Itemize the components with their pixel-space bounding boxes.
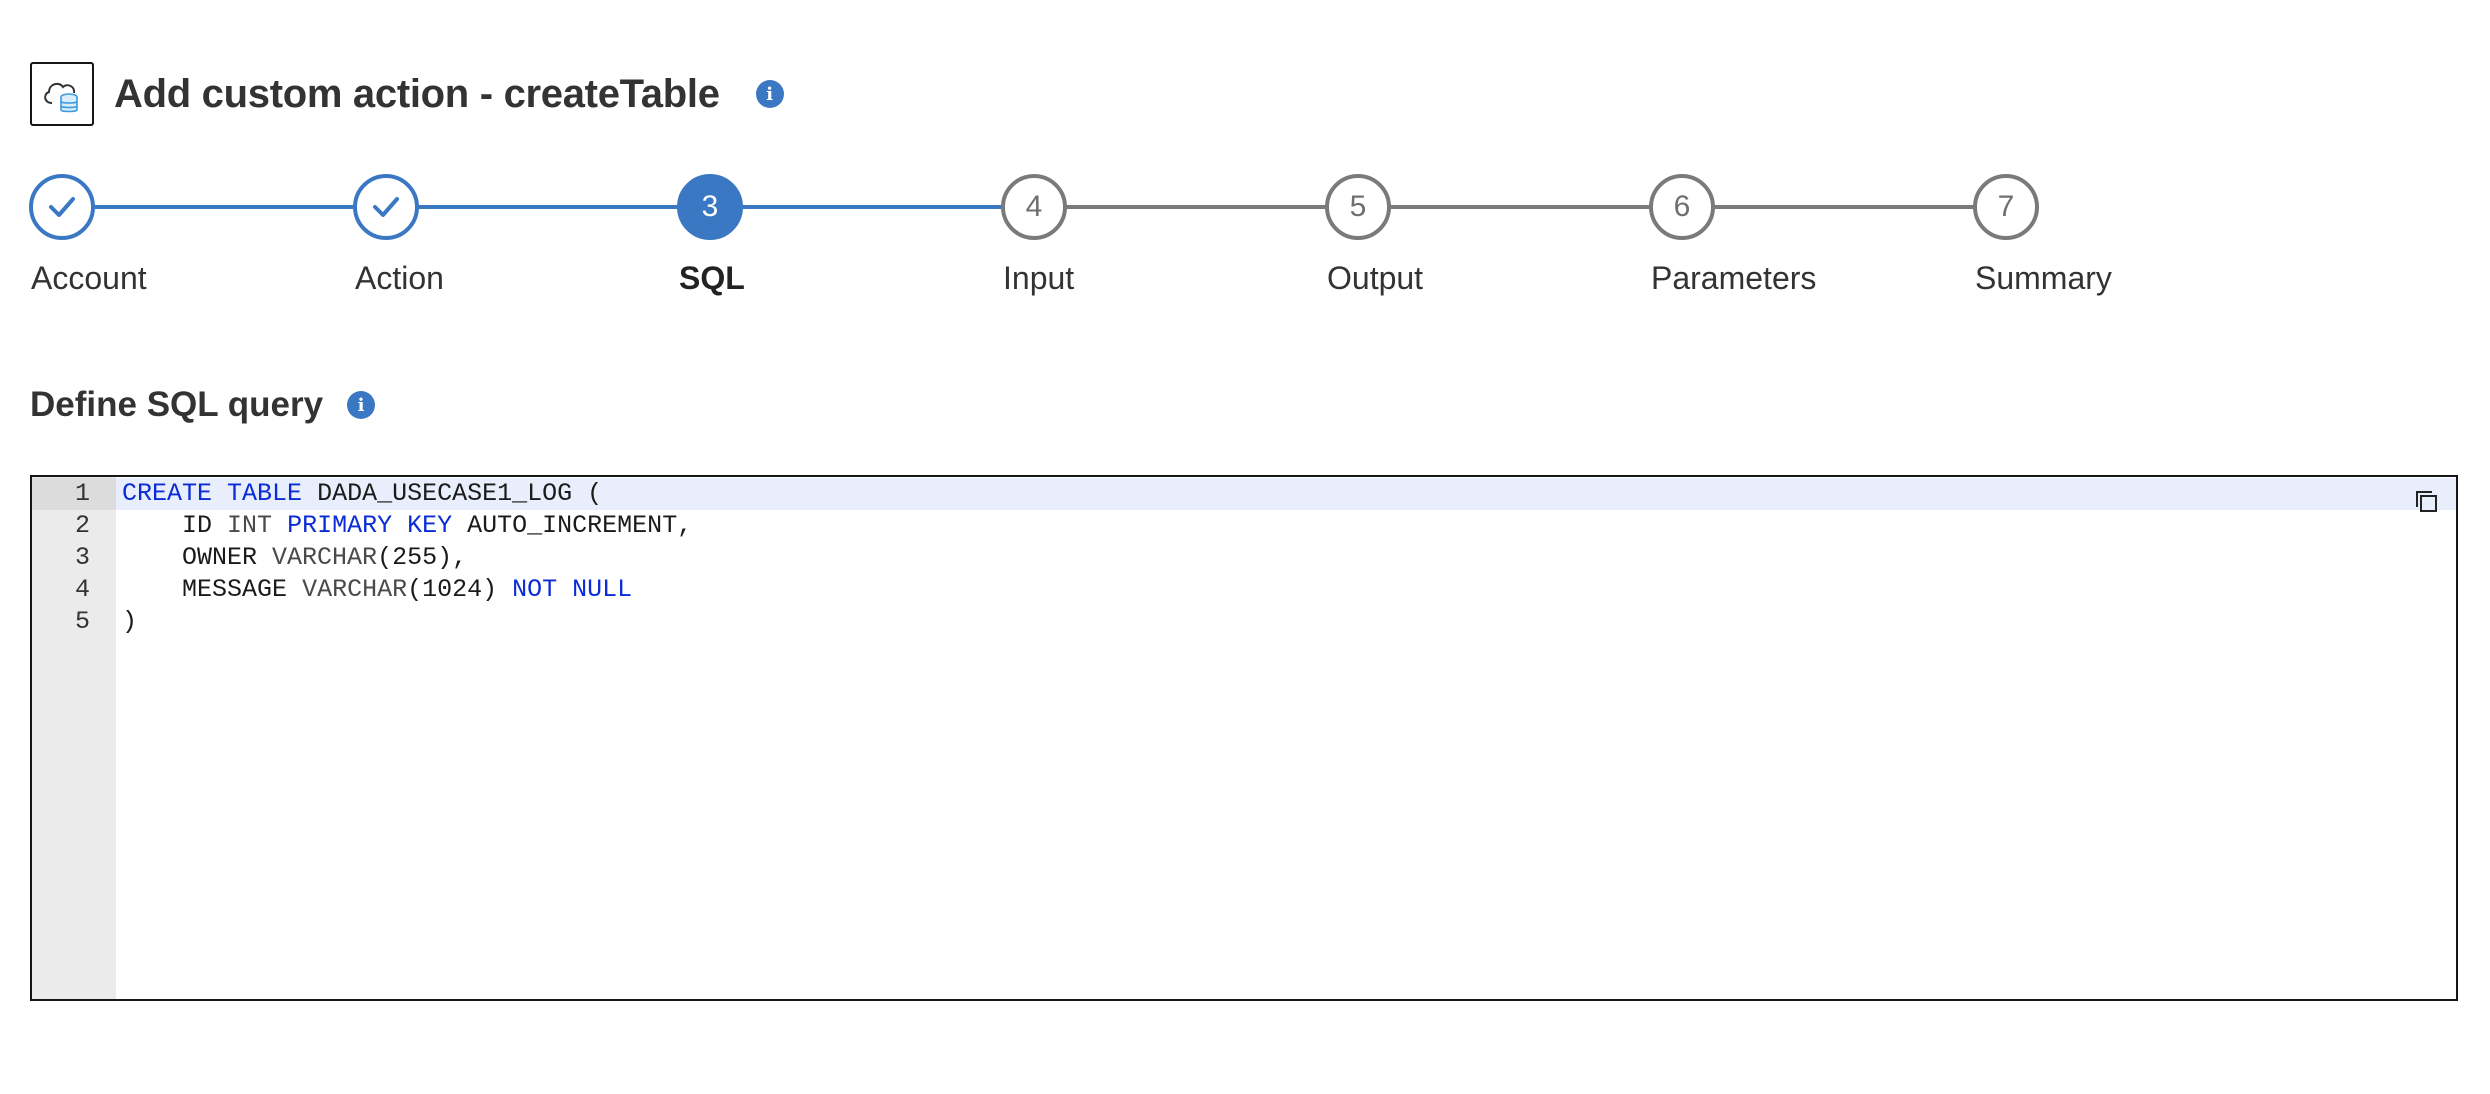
line-number: 2 (74, 511, 90, 540)
copy-icon[interactable] (2412, 487, 2442, 517)
line-number: 5 (74, 607, 90, 636)
step-number: 5 (1325, 174, 1391, 240)
code-line[interactable]: 1 CREATE TABLE DADA_USECASE1_LOG ( (32, 478, 2456, 510)
step-number: 7 (1973, 174, 2039, 240)
step-connector (742, 205, 1004, 209)
step-label-sql: SQL (679, 260, 745, 296)
step-connector (1390, 205, 1652, 209)
code-text[interactable]: ID INT PRIMARY KEY AUTO_INCREMENT, (182, 511, 693, 540)
line-number: 4 (74, 575, 90, 604)
step-account[interactable] (29, 174, 95, 240)
cloud-database-icon (30, 62, 94, 126)
step-number: 3 (677, 174, 743, 240)
step-number: 4 (1001, 174, 1067, 240)
page-title: Add custom action - createTable (114, 71, 720, 116)
info-icon[interactable]: i (755, 80, 784, 108)
code-line[interactable]: 4 MESSAGE VARCHAR(1024) NOT NULL (32, 574, 2456, 606)
step-summary[interactable]: 7 (1973, 174, 2039, 240)
code-text[interactable]: MESSAGE VARCHAR(1024) NOT NULL (182, 575, 633, 604)
step-label-account: Account (31, 260, 147, 296)
step-connector (418, 205, 680, 209)
step-parameters[interactable]: 6 (1649, 174, 1715, 240)
step-label-action: Action (355, 260, 444, 296)
step-label-output: Output (1327, 260, 1424, 296)
progress-stepper: Account Action 3 SQL 4 Input 5 Output 6 … (0, 0, 2490, 330)
checkmark-icon (49, 197, 75, 217)
step-input[interactable]: 4 (1001, 174, 1067, 240)
step-label-input: Input (1003, 260, 1075, 296)
step-action[interactable] (353, 174, 419, 240)
section-heading: Define SQL query i (30, 385, 376, 425)
sql-editor[interactable]: 1 CREATE TABLE DADA_USECASE1_LOG ( 2 ID … (30, 475, 2458, 1001)
code-line[interactable]: 2 ID INT PRIMARY KEY AUTO_INCREMENT, (32, 510, 2456, 542)
page-header: Add custom action - createTable i (30, 62, 784, 126)
code-text[interactable]: CREATE TABLE DADA_USECASE1_LOG ( (122, 479, 603, 508)
code-text[interactable]: ) (122, 607, 138, 636)
step-complete-circle (353, 174, 419, 240)
checkmark-icon (373, 197, 399, 217)
step-connector (94, 205, 356, 209)
code-text[interactable]: OWNER VARCHAR(255), (182, 543, 468, 572)
step-label-parameters: Parameters (1651, 260, 1817, 296)
step-connector (1714, 205, 1976, 209)
code-line[interactable]: 5 ) (32, 606, 2456, 638)
section-title: Define SQL query (30, 385, 324, 424)
step-label-summary: Summary (1975, 260, 2112, 296)
step-number: 6 (1649, 174, 1715, 240)
code-area[interactable]: 1 CREATE TABLE DADA_USECASE1_LOG ( 2 ID … (32, 477, 2456, 999)
code-line[interactable]: 3 OWNER VARCHAR(255), (32, 542, 2456, 574)
step-sql[interactable]: 3 (677, 174, 743, 240)
line-number: 3 (74, 543, 90, 572)
step-complete-circle (29, 174, 95, 240)
info-icon[interactable]: i (347, 391, 376, 419)
line-number: 1 (32, 478, 116, 510)
step-connector (1066, 205, 1328, 209)
line-number-gutter (32, 477, 116, 999)
step-output[interactable]: 5 (1325, 174, 1391, 240)
